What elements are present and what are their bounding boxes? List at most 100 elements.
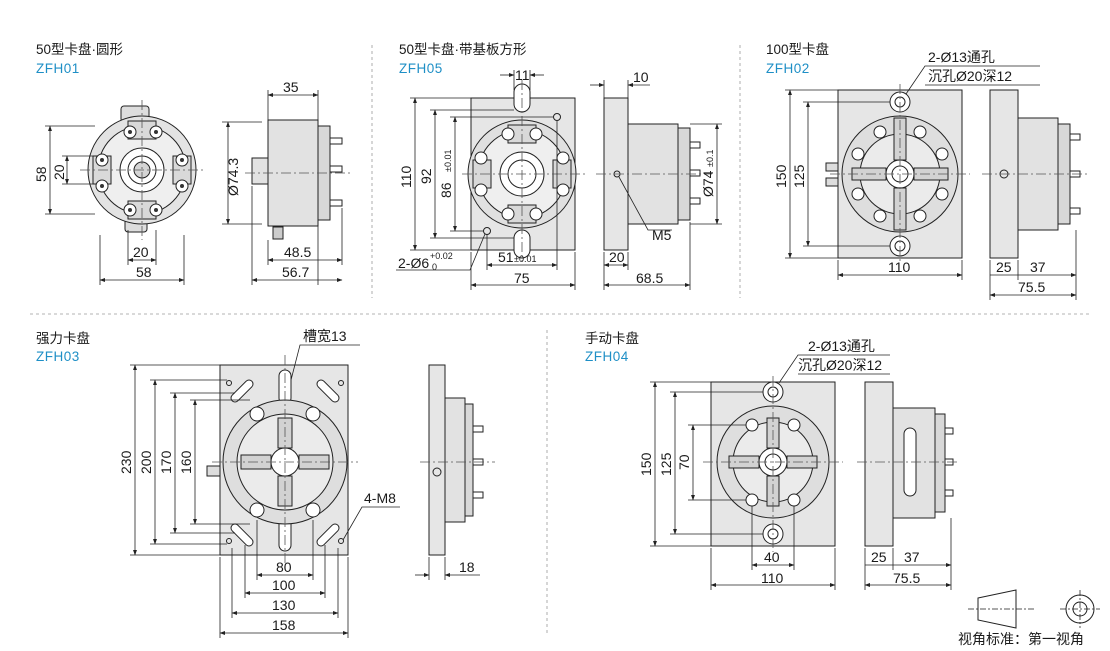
zfh03-side-dims (415, 557, 480, 580)
section-title-zfh05: 50型卡盘·带基板方形 (399, 42, 527, 57)
dim-zfh04-hole2: 沉孔Ø20深12 (798, 357, 882, 373)
section-code-zfh05: ZFH05 (399, 61, 443, 76)
zfh03-side-view (428, 364, 484, 556)
dim-zfh01-s485: 48.5 (284, 244, 311, 260)
projection-symbol (968, 589, 1100, 629)
zfh03-front-dims (130, 344, 400, 638)
zfh01-front-dim-labels: 58 20 58 20 (33, 164, 152, 280)
dim-zfh05-s20: 20 (609, 249, 625, 265)
zfh02-front-dims (785, 65, 1040, 280)
zfh03-side-dim-labels: 18 (459, 559, 475, 575)
dim-zfh05-h92: 92 (418, 168, 434, 184)
dim-zfh05-dia-tol: ±0.1 (705, 150, 715, 167)
dim-zfh02-h150: 150 (773, 164, 789, 188)
dim-zfh01-h20: 20 (51, 164, 67, 180)
zfh02-side-dims (989, 230, 1077, 300)
dim-zfh02-w110: 110 (888, 259, 911, 275)
dim-zfh02-hole1: 2-Ø13通孔 (928, 49, 995, 65)
zfh01-side-dim-labels: 35 Ø74.3 48.5 56.7 (225, 79, 311, 280)
truncated-cone-icon (977, 589, 1017, 629)
zfh02-side-dim-labels: 25 37 75.5 (996, 259, 1046, 295)
dim-zfh03-h170: 170 (158, 450, 174, 474)
dim-zfh03-w80: 80 (276, 559, 292, 575)
dim-zfh03-w130: 130 (272, 597, 296, 613)
dim-zfh05-dia: Ø74 (700, 170, 716, 197)
zfh04-front-dims (650, 354, 890, 590)
dim-zfh05-w11: 11 (515, 67, 530, 83)
dim-zfh05-w75: 75 (514, 270, 530, 286)
dim-zfh03-w158: 158 (272, 617, 296, 633)
dim-zfh02-s25: 25 (996, 259, 1012, 275)
zfh05-side-dim-labels: 10 Ø74 ±0.1 M5 20 68.5 (609, 69, 716, 286)
dim-zfh04-h70: 70 (676, 454, 692, 470)
dim-zfh03-s18: 18 (459, 559, 475, 575)
zfh04-side-dims (864, 518, 952, 590)
zfh04-front-view (710, 381, 836, 547)
dim-zfh04-w40: 40 (764, 549, 780, 565)
zfh01-side-dims (222, 90, 343, 285)
dim-zfh04-s25: 25 (871, 549, 887, 565)
dim-zfh03-w100: 100 (272, 577, 296, 593)
zfh01-front-dims (45, 125, 185, 285)
section-separators (30, 45, 1090, 635)
section-title-zfh04: 手动卡盘 (585, 331, 639, 346)
dim-zfh01-dia: Ø74.3 (225, 158, 241, 196)
zfh01-side-view (251, 119, 343, 240)
dim-zfh04-s37: 37 (904, 549, 920, 565)
zfh01-center-lines (80, 100, 205, 240)
dim-zfh05-s685: 68.5 (636, 270, 663, 286)
zfh05-side-dims (590, 80, 722, 290)
dim-zfh03-h230: 230 (118, 450, 134, 474)
section-title-zfh02: 100型卡盘 (766, 42, 830, 57)
dim-zfh01-w20: 20 (133, 244, 149, 260)
zfh03-front-view (206, 364, 349, 556)
zfh04-side-dim-labels: 25 37 75.5 (871, 549, 920, 586)
dim-zfh03-slot: 槽宽13 (303, 328, 347, 344)
dim-zfh03-h160: 160 (178, 450, 194, 474)
dim-zfh05-w51: 51 (498, 249, 514, 265)
dim-zfh02-h125: 125 (791, 164, 807, 188)
dim-zfh01-d35: 35 (283, 79, 299, 95)
zfh05-front-dims (396, 70, 576, 290)
dim-zfh01-s567: 56.7 (282, 264, 309, 280)
dim-zfh05-h86-tol: ±0.01 (443, 150, 453, 172)
zfh05-front-dim-labels: 11 110 92 86 ±0.01 51 ±0.01 75 2-Ø6 +0.0… (398, 67, 536, 286)
dim-zfh03-h200: 200 (138, 450, 154, 474)
zfh04-side-view (864, 381, 954, 547)
dim-zfh04-w110: 110 (761, 570, 784, 586)
dim-zfh05-d10: 10 (633, 69, 649, 85)
section-code-zfh03: ZFH03 (36, 349, 80, 364)
zfh04-front-dim-labels: 2-Ø13通孔 沉孔Ø20深12 150 125 70 40 110 (638, 338, 882, 586)
zfh05-center-lines (462, 80, 585, 262)
dim-zfh05-hole: 2-Ø6 (398, 255, 429, 271)
zfh03-front-dim-labels: 槽宽13 230 200 170 160 4-M8 80 100 130 158 (118, 328, 396, 633)
dim-zfh05-w51-tol: ±0.01 (514, 254, 536, 264)
dim-zfh05-hole-up: +0.02 (430, 251, 453, 261)
dim-zfh02-s37: 37 (1030, 259, 1046, 275)
section-code-zfh02: ZFH02 (766, 61, 810, 76)
zfh03-center-lines (212, 355, 358, 565)
section-code-zfh01: ZFH01 (36, 61, 80, 76)
dim-zfh02-s755: 75.5 (1018, 279, 1045, 295)
dim-zfh01-h58: 58 (33, 166, 49, 182)
section-title-zfh01: 50型卡盘·圆形 (36, 42, 124, 57)
dim-zfh05-hole-lo: 0 (432, 262, 437, 272)
dim-zfh03-thread: 4-M8 (364, 490, 396, 506)
dim-zfh04-h125: 125 (658, 452, 674, 476)
projection-circle-icon (1065, 594, 1095, 624)
dim-zfh02-hole2: 沉孔Ø20深12 (928, 68, 1012, 84)
dim-zfh05-thread: M5 (652, 227, 672, 243)
dim-zfh04-h150: 150 (638, 452, 654, 476)
projection-label: 视角标准：第一视角 (958, 631, 1084, 647)
zfh02-center-lines (830, 84, 970, 264)
dim-zfh01-w58: 58 (136, 264, 152, 280)
dim-zfh05-h86: 86 (438, 182, 454, 198)
dim-zfh05-h110: 110 (398, 165, 414, 188)
section-code-zfh04: ZFH04 (585, 349, 629, 364)
dim-zfh04-s755: 75.5 (893, 570, 920, 586)
zfh04-center-lines (703, 376, 843, 552)
dim-zfh04-hole1: 2-Ø13通孔 (808, 338, 875, 354)
section-title-zfh03: 强力卡盘 (36, 331, 90, 346)
